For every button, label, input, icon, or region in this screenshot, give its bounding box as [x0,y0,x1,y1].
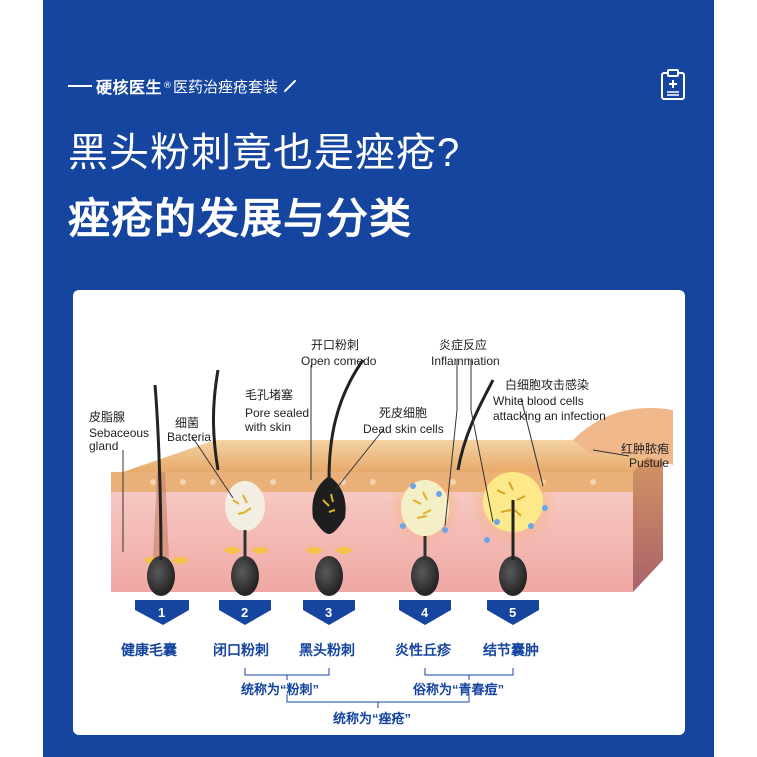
stage-label-5: 结节囊肿 [483,642,539,658]
label-inflammation-en: Inflammation [431,354,500,368]
label-sebaceous-cn: 皮脂腺 [89,410,126,424]
stage-label-4: 炎性丘疹 [395,642,451,658]
brand-name: 硬核医生 [96,80,163,97]
label-dead-skin-en: Dead skin cells [363,422,444,436]
label-bacteria-cn: 细菌 [175,416,200,430]
skin-cross-section-illustration: 1 2 3 4 5 [111,359,673,708]
leader-lines [122,360,630,552]
clipboard-medical-icon [661,69,685,100]
label-pore-en-1: Pore sealed [245,406,310,420]
page-title-main: 痤疮的发展与分类 [68,195,413,242]
label-pore-en-2: with skin [245,420,292,434]
label-open-comedo-cn: 开口粉刺 [311,338,360,352]
header-line: 硬核医生 ® 医药治痤疮套装 [68,76,298,97]
stage-label-2: 闭口粉刺 [213,642,269,658]
group-label-cuochuang: 统称为“痤疮” [333,711,412,726]
stage-arrow-5 [487,600,539,625]
label-open-comedo-en: Open comedo [301,354,377,368]
stage-label-3: 黑头粉刺 [299,642,355,658]
stage-arrow-3 [303,600,355,625]
follicle-stage-3 [305,359,365,596]
product-subtitle: 医药治痤疮套装 [173,78,279,96]
slash-decoration [283,79,297,93]
page-title-question: 黑头粉刺竟也是痤疮? [68,131,461,175]
stage-number-5: 5 [509,605,516,620]
stage-number-4: 4 [421,605,429,620]
stage-arrows [135,600,539,625]
label-pore-cn: 毛孔堵塞 [245,388,294,402]
grouping-brackets [244,668,514,708]
skin-side-face [633,440,663,592]
stage-arrow-2 [219,600,271,625]
label-pustule-cn: 红肿脓疱 [621,442,670,456]
group-label-qingchundou: 俗称为“青春痘” [413,682,505,697]
follicle-stage-2 [211,369,269,596]
acne-development-diagram: 1 2 3 4 5 皮脂腺 Sebaceous gland 细菌 Bacteri… [73,290,685,735]
label-sebaceous-en-1: Sebaceous [89,426,150,440]
label-wbc-en-2: attacking an infection [493,409,606,423]
label-dead-skin-cn: 死皮细胞 [379,406,428,420]
dash-decoration [68,85,92,87]
follicle-stage-1 [143,384,189,596]
label-sebaceous-en-2: gland [89,439,119,453]
follicle-stage-4 [389,472,461,596]
label-wbc-cn: 白细胞攻击感染 [505,378,590,392]
follicle-stage-5 [456,379,557,596]
label-pustule-en: Pustule [629,456,670,470]
stage-number-1: 1 [158,605,165,620]
label-wbc-en-1: White blood cells [493,394,584,408]
group-label-fenci: 统称为“粉刺” [241,682,320,697]
label-inflammation-cn: 炎症反应 [439,338,488,352]
stage-label-1: 健康毛囊 [121,642,177,658]
stage-arrow-4 [399,600,451,625]
stage-arrow-1 [135,600,189,625]
registered-mark: ® [163,81,173,91]
stage-number-2: 2 [241,605,248,620]
stage-number-3: 3 [325,605,332,620]
label-bacteria-en: Bacteria [167,430,212,444]
